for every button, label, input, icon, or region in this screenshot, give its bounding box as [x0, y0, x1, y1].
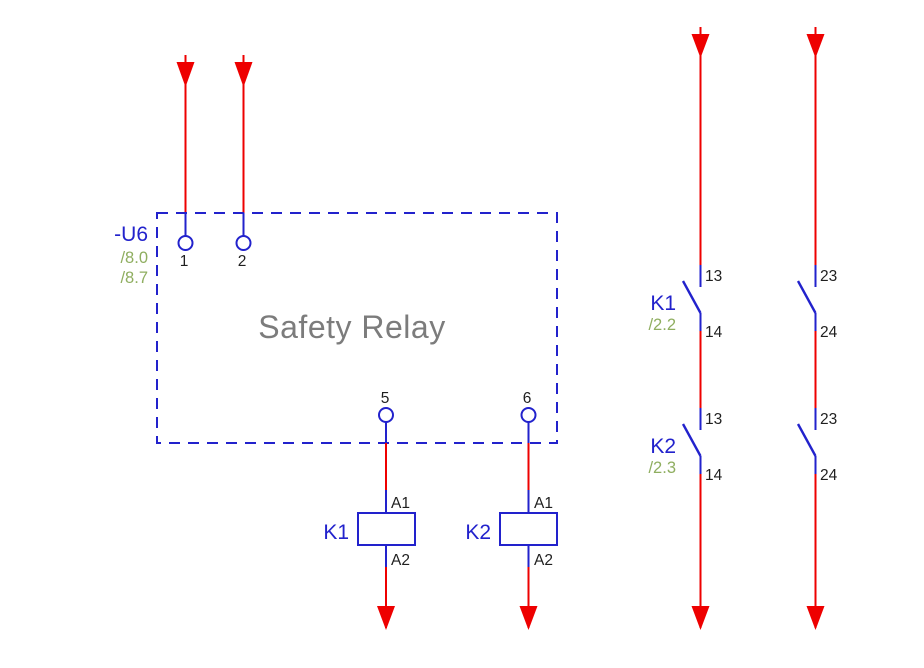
contact-pin-14: 14 [705, 467, 723, 484]
contact-k1-13-14: 13 14 [681, 265, 723, 341]
contact-blade [681, 280, 702, 314]
relay-box-title: Safety Relay [258, 309, 445, 345]
coil-pin-a1: A1 [534, 495, 553, 512]
terminal-number: 5 [381, 390, 390, 407]
contact-k2-23-24: 23 24 [796, 408, 838, 484]
incoming-wire-1 [176, 55, 195, 213]
device-tag: -U6 [114, 223, 148, 246]
terminal-circle [235, 235, 252, 251]
coil-pin-a2: A2 [534, 552, 553, 569]
terminal-number: 2 [238, 253, 247, 270]
contact-pin-24: 24 [820, 467, 838, 484]
contact-column-1: 13 14 13 14 [681, 27, 723, 630]
contact-pin-14: 14 [705, 324, 723, 341]
device-cross-ref-2: /8.7 [120, 269, 148, 287]
relay-box-outline [156, 212, 558, 444]
terminal-2: 2 [235, 213, 252, 270]
terminal-number: 1 [180, 253, 189, 270]
coil-tag: K1 [323, 521, 349, 544]
arrow-down-icon [691, 34, 710, 58]
arrow-down-icon [176, 62, 195, 87]
contact-blade [796, 280, 817, 314]
terminal-circle [177, 235, 194, 251]
terminal-circle [520, 407, 537, 423]
arrow-down-icon [377, 606, 395, 630]
terminal-1: 1 [177, 213, 194, 270]
contact-k1-23-24: 23 24 [796, 265, 838, 341]
coil-symbol [357, 512, 416, 546]
contact-k2-13-14: 13 14 [681, 408, 723, 484]
contact-pin-24: 24 [820, 324, 838, 341]
contact-cross-ref-k1: /2.2 [648, 316, 676, 334]
contact-pin-13: 13 [705, 268, 722, 285]
contact-pin-13: 13 [705, 411, 722, 428]
contact-cross-ref-k2: /2.3 [648, 459, 676, 477]
terminal-6: 6 [520, 390, 537, 443]
coil-pin-a2: A2 [391, 552, 410, 569]
coil-pin-a1: A1 [391, 495, 410, 512]
terminal-5: 5 [378, 390, 394, 443]
contact-blade [681, 423, 702, 457]
contact-tag-k1: K1 [650, 292, 676, 315]
arrow-down-icon [519, 606, 538, 630]
arrow-down-icon [691, 606, 710, 630]
incoming-wire-2 [234, 55, 253, 213]
coil-branch-k1: A1 K1 A2 [323, 443, 416, 630]
coil-branch-k2: A1 K2 A2 [465, 443, 558, 630]
terminal-number: 6 [523, 390, 532, 407]
contact-pin-23: 23 [820, 411, 837, 428]
arrow-down-icon [806, 606, 825, 630]
contact-tag-k2: K2 [650, 435, 676, 458]
contact-blade [796, 423, 817, 457]
device-cross-ref-1: /8.0 [120, 249, 148, 267]
arrow-down-icon [234, 62, 253, 87]
contact-pin-23: 23 [820, 268, 837, 285]
coil-tag: K2 [465, 521, 491, 544]
coil-symbol [499, 512, 558, 546]
contact-column-2: 23 24 23 24 [796, 27, 838, 630]
terminal-circle [378, 407, 394, 423]
arrow-down-icon [806, 34, 825, 58]
